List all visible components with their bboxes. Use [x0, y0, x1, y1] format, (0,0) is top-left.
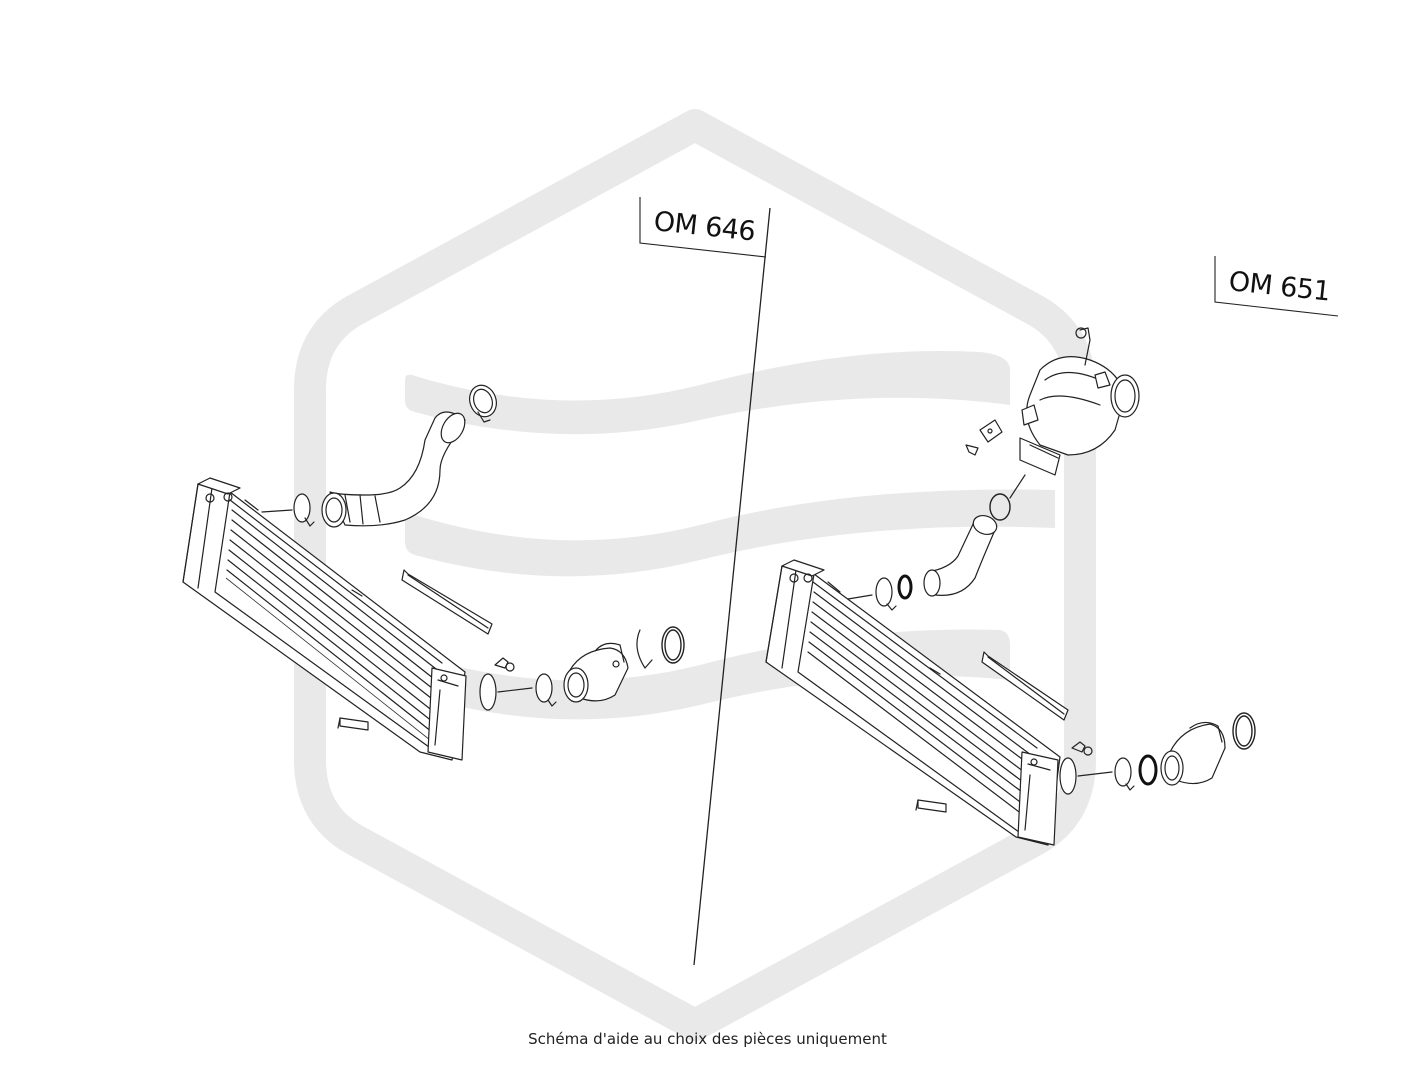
om651-assembly	[765, 327, 1256, 846]
om651-intercooler	[765, 559, 1061, 846]
om651-label-text: OM 651	[1227, 266, 1331, 307]
divider-line	[693, 207, 771, 966]
om651-upper-hose	[841, 493, 1011, 611]
om646-assembly	[182, 384, 685, 761]
brand-logo-waves-icon	[405, 350, 1055, 720]
diagram-caption: Schéma d'aide au choix des pièces unique…	[528, 1030, 887, 1048]
om646-label-text: OM 646	[652, 206, 756, 247]
om646-intercooler	[182, 477, 467, 761]
om651-lower-hose	[915, 712, 1256, 813]
om646-label: OM 646	[639, 197, 767, 258]
om646-lower-hose	[337, 626, 685, 731]
om651-baffle-strip	[981, 651, 1069, 721]
om646-upper-hose	[261, 384, 497, 528]
om651-throttle-housing	[965, 327, 1140, 499]
om651-label: OM 651	[1214, 256, 1339, 317]
om646-baffle-strip	[401, 569, 493, 635]
